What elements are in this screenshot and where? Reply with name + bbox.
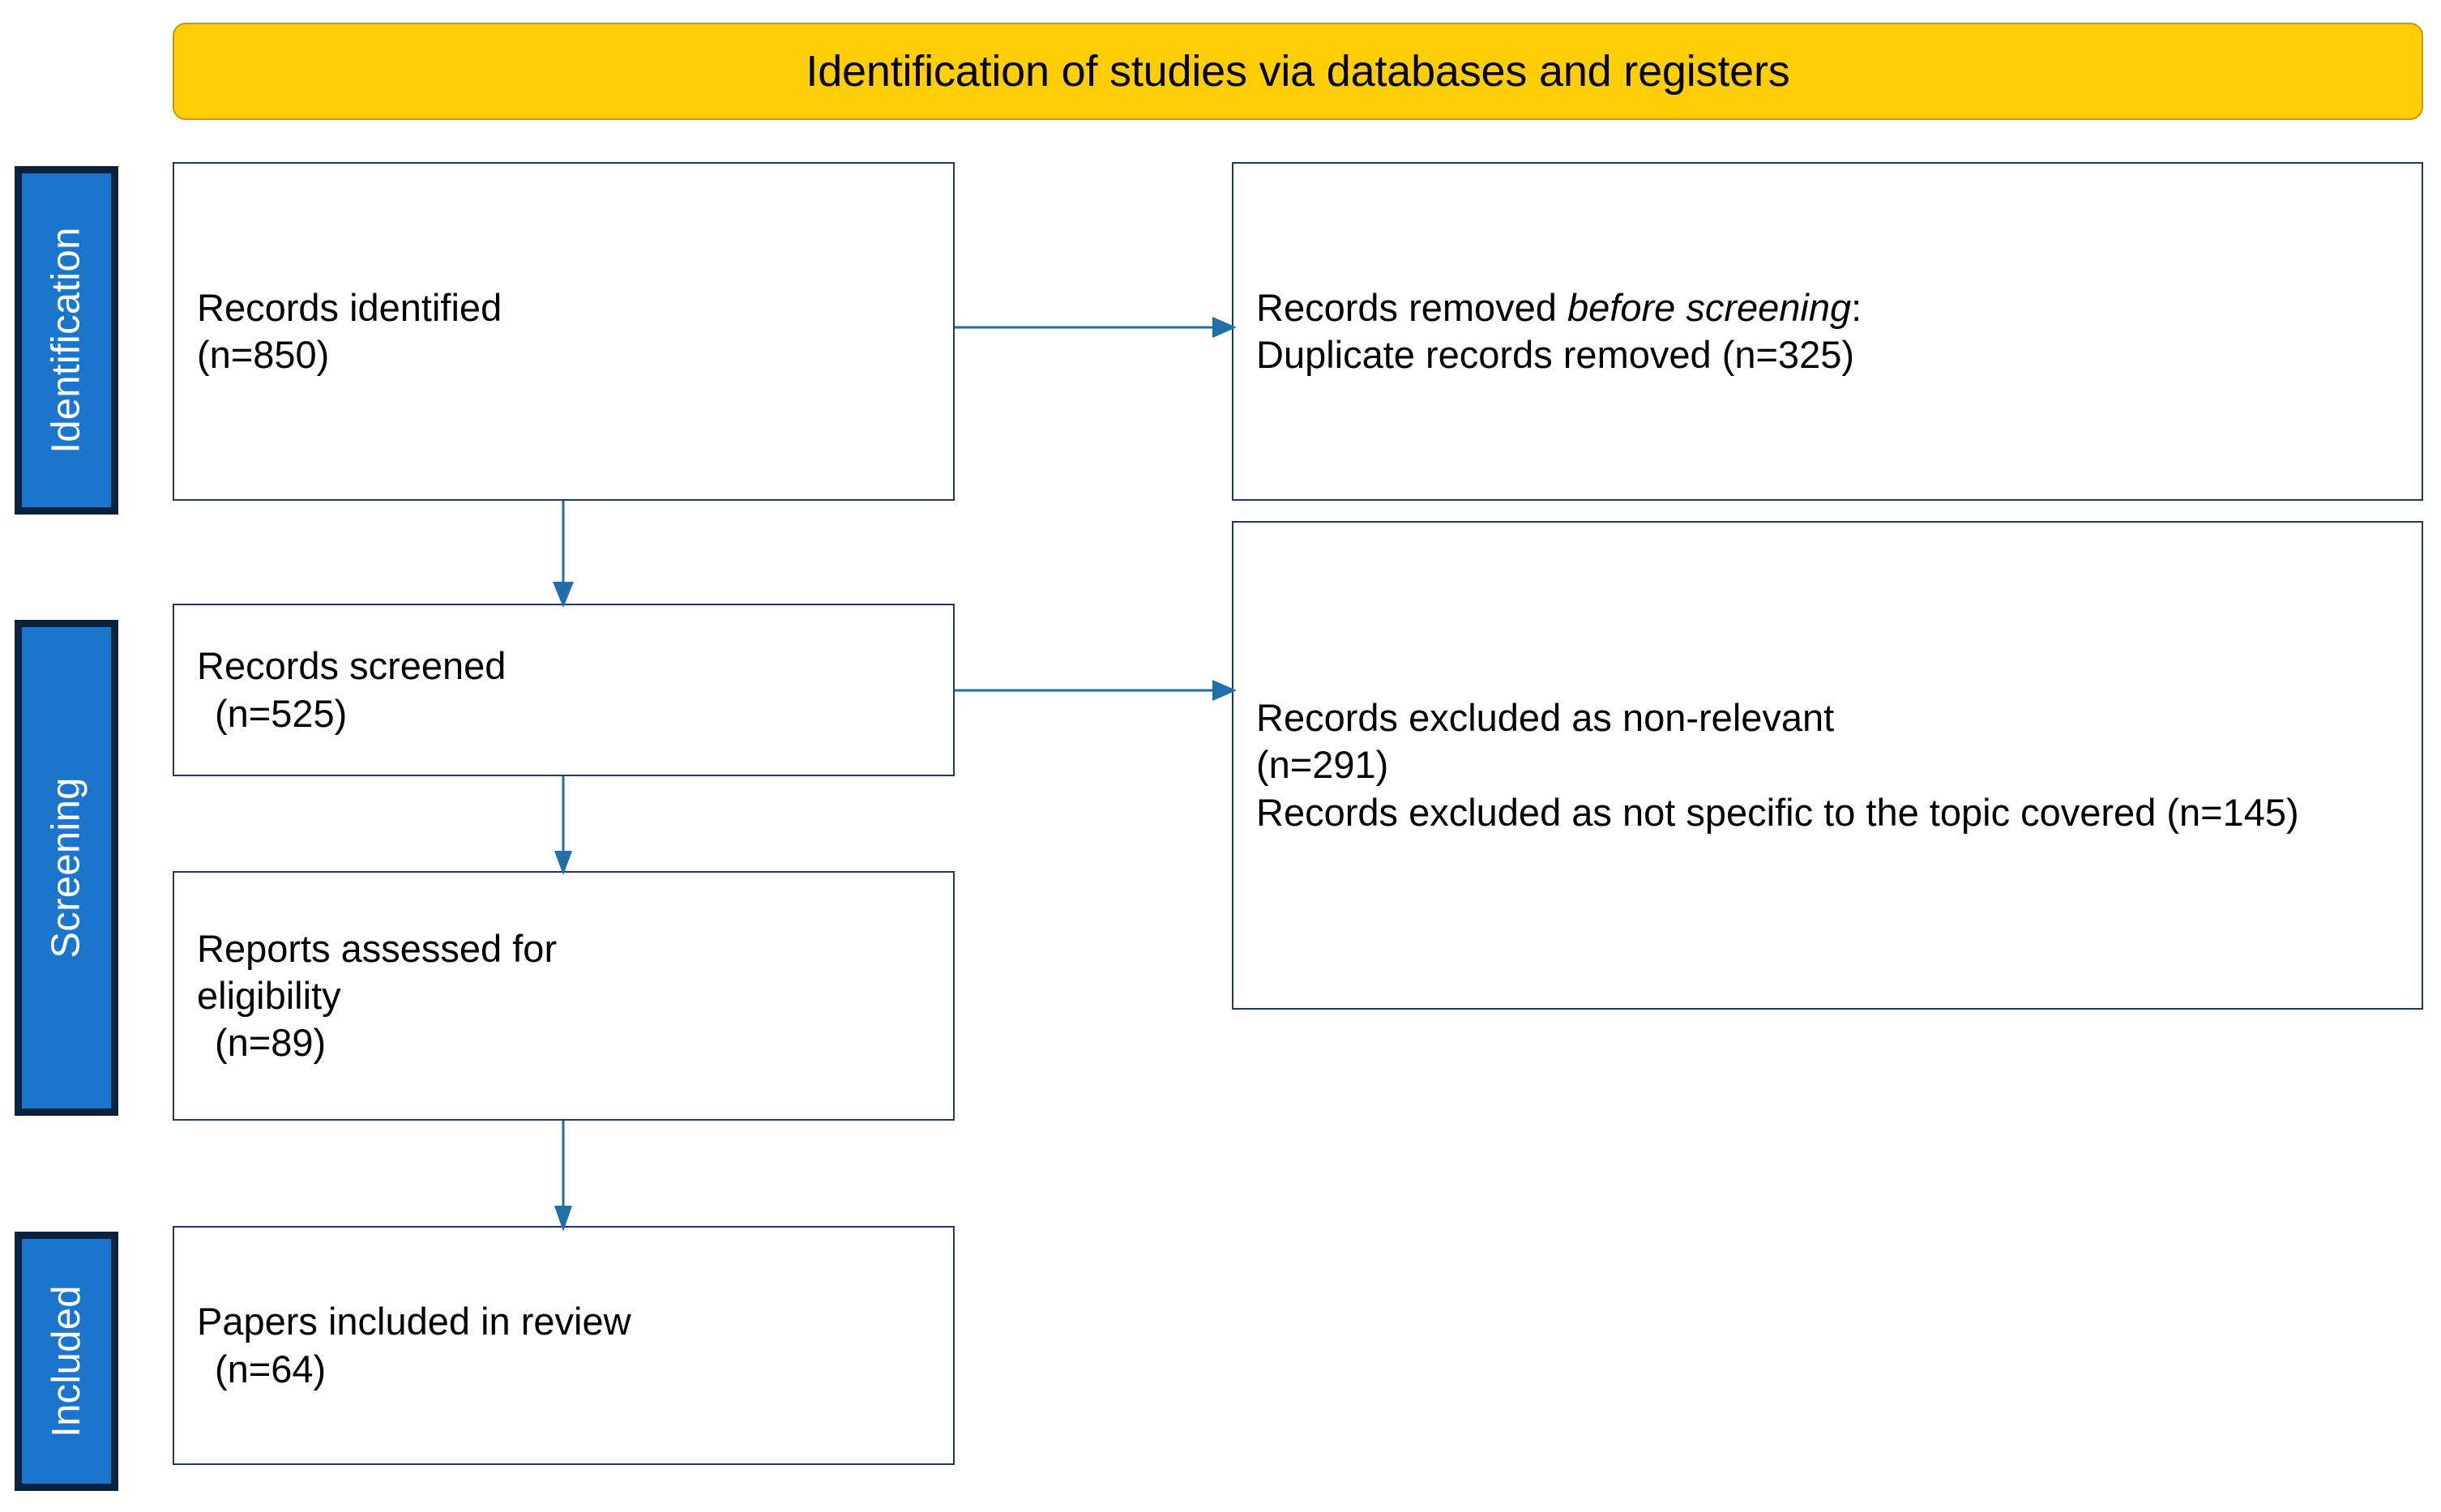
- records-screened-count: (n=525): [215, 691, 348, 735]
- records-identified-label: Records identified: [197, 285, 502, 329]
- header-banner: Identification of studies via databases …: [173, 23, 2423, 120]
- records-excluded-non-relevant-count: (n=291): [1256, 743, 1389, 787]
- records-identified-count: (n=850): [197, 333, 330, 376]
- box-records-identified: Records identified (n=850): [173, 162, 955, 501]
- records-excluded-not-specific: Records excluded as not specific to the …: [1256, 790, 2299, 834]
- stage-tab-screening: Screening: [15, 620, 118, 1116]
- stage-tab-identification: Identification: [15, 166, 118, 515]
- box-records-excluded: Records excluded as non-relevant (n=291)…: [1232, 521, 2423, 1010]
- stage-label-included: Included: [45, 1285, 89, 1437]
- records-removed-suffix: :: [1851, 285, 1862, 329]
- arrow-eligibility-to-included: [552, 1121, 575, 1232]
- page-title: Identification of studies via databases …: [806, 47, 1790, 96]
- stage-label-identification: Identification: [45, 227, 89, 454]
- papers-included-label: Papers included in review: [197, 1300, 631, 1343]
- records-excluded-non-relevant-label: Records excluded as non-relevant: [1256, 696, 1835, 740]
- records-removed-prefix: Records removed: [1256, 285, 1567, 329]
- box-papers-included: Papers included in review (n=64): [173, 1226, 955, 1465]
- box-records-screened: Records screened (n=525): [173, 604, 955, 776]
- reports-assessed-label-line1: Reports assessed for: [197, 926, 558, 970]
- box-records-removed: Records removed before screening: Duplic…: [1232, 162, 2423, 501]
- papers-included-count: (n=64): [215, 1347, 327, 1390]
- stage-label-screening: Screening: [45, 777, 88, 959]
- duplicate-records-removed-count: Duplicate records removed (n=325): [1256, 333, 1855, 376]
- records-removed-emphasis: before screening: [1567, 285, 1852, 329]
- records-removed-label: Records removed before screening:: [1256, 284, 2399, 331]
- arrow-identified-to-screened: [552, 501, 575, 608]
- records-screened-label: Records screened: [197, 644, 507, 688]
- stage-tab-included: Included: [15, 1232, 118, 1491]
- reports-assessed-label-line2: eligibility: [197, 973, 341, 1017]
- arrow-identified-to-removed: [955, 316, 1237, 339]
- reports-assessed-count: (n=89): [215, 1021, 327, 1065]
- box-reports-assessed-eligibility: Reports assessed for eligibility (n=89): [173, 871, 955, 1121]
- arrow-screened-to-excluded: [955, 679, 1237, 702]
- arrow-screened-to-eligibility: [552, 776, 575, 875]
